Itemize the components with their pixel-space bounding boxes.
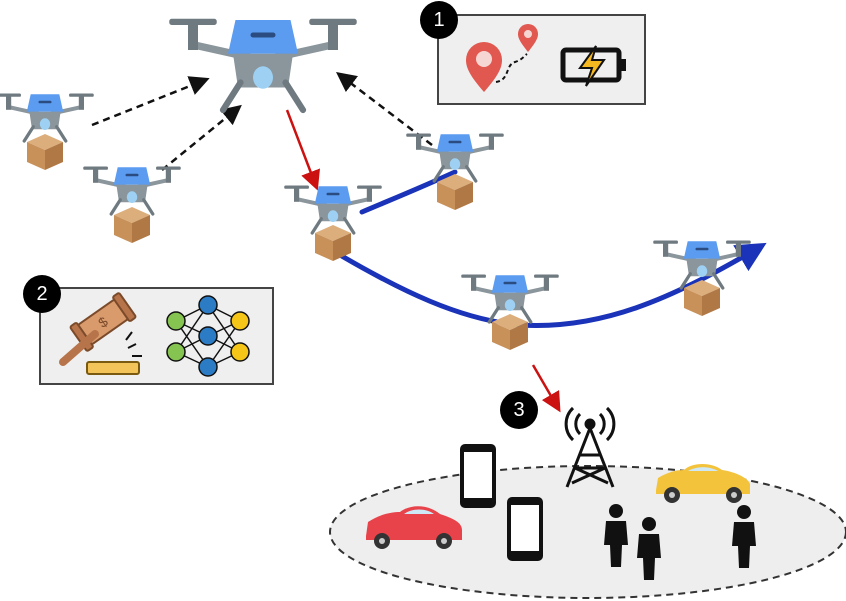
coordination-arrow xyxy=(91,76,210,127)
downlink-arrow xyxy=(531,364,561,413)
drone-icon xyxy=(0,91,96,170)
drone-icon xyxy=(81,164,183,243)
smartphone-icon xyxy=(460,444,496,508)
smartphone-icon xyxy=(507,497,543,561)
flight-trajectory xyxy=(359,169,458,215)
svg-text:1: 1 xyxy=(433,9,444,31)
neural-network-icon xyxy=(166,295,250,377)
car-icon xyxy=(366,506,462,549)
ground-coverage-zone xyxy=(329,465,846,599)
cell-tower-icon xyxy=(564,406,616,488)
location-route-icon xyxy=(466,24,538,92)
step-badge-3: 3 xyxy=(500,391,538,429)
panel-trajectory-energy xyxy=(437,14,646,105)
command-arrow xyxy=(285,109,320,191)
battery-charging-icon xyxy=(560,45,626,87)
car-icon xyxy=(656,464,750,503)
svg-text:3: 3 xyxy=(513,399,524,421)
coordination-arrow xyxy=(336,71,433,146)
panel-auction-learning: $ xyxy=(39,287,274,385)
drone-icon xyxy=(459,272,561,350)
auction-gavel-icon: $ xyxy=(59,292,142,375)
coordination-arrow xyxy=(161,104,242,171)
leader-drone-icon xyxy=(169,19,357,110)
drone-icon xyxy=(282,183,384,261)
step-badge-1: 1 xyxy=(420,1,458,39)
svg-text:2: 2 xyxy=(36,283,47,305)
step-badge-2: 2 xyxy=(23,275,61,313)
coordination-arrows xyxy=(91,71,433,171)
